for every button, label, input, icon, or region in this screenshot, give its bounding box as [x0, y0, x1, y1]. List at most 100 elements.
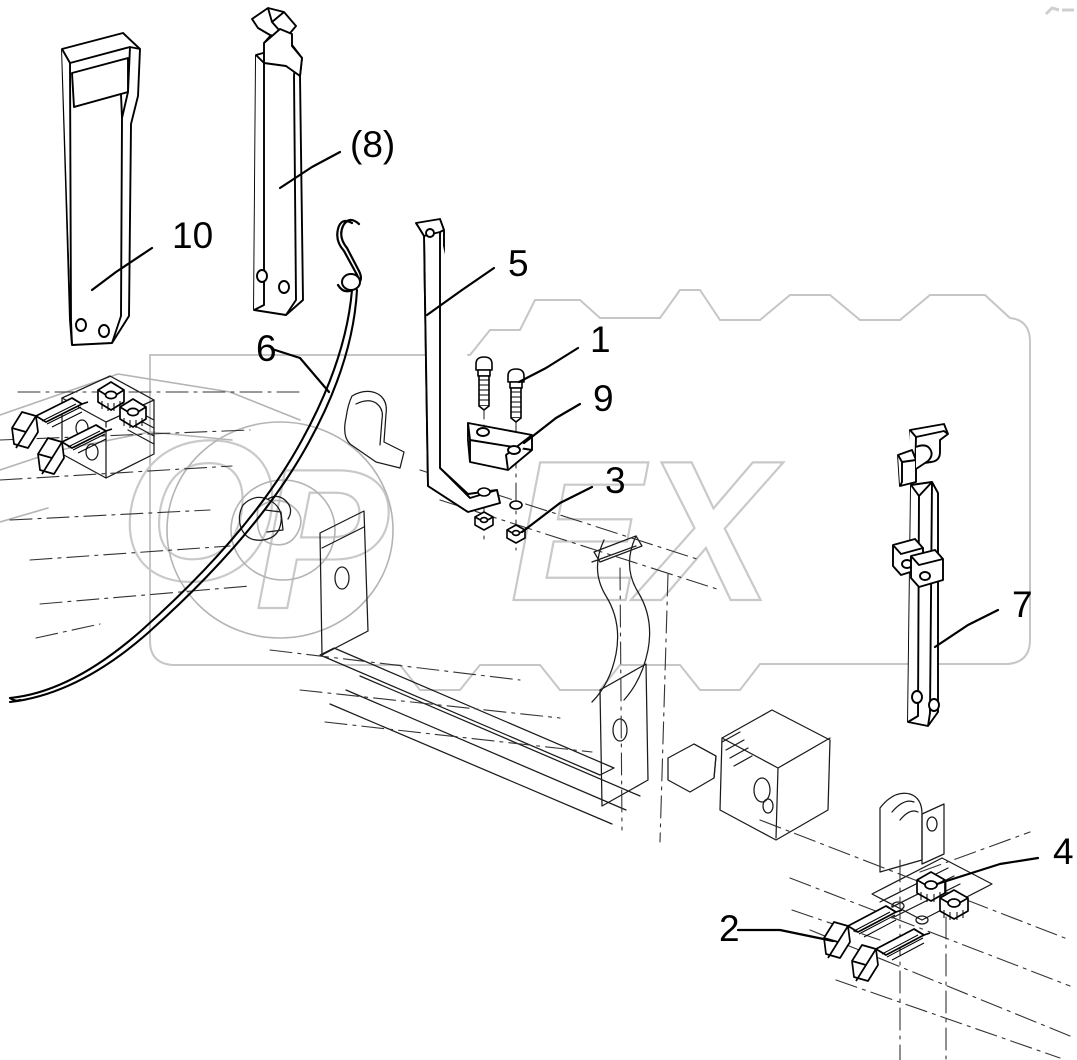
- part-6-cable-tip: [8, 696, 22, 702]
- callout-4[interactable]: 4: [935, 831, 1074, 886]
- left-flange-nut-b: [119, 398, 147, 428]
- part-4-nut-b-flutes: [943, 910, 964, 920]
- part-4-nut-a-flutes: [920, 892, 941, 902]
- part-3-nut-b-bore: [511, 529, 521, 537]
- callout-leader-line: [935, 856, 1040, 886]
- centerline-left-3: [0, 465, 233, 481]
- part-8-left-edge: [253, 54, 265, 311]
- watermark-corner-fragment: [1044, 6, 1074, 16]
- part-10-left-edge: [61, 48, 73, 346]
- part-3-flange-nuts[interactable]: [474, 487, 526, 544]
- frame-left-arm: [344, 390, 405, 469]
- left-bolt-a-threads: [41, 403, 83, 428]
- centerline-br-2: [789, 877, 1071, 987]
- frame-gusset-left: [319, 510, 369, 656]
- part-6-hook-inner: [340, 218, 363, 287]
- frame-left-arm-inner: [355, 400, 383, 446]
- part-10-slot: [71, 57, 129, 108]
- callout-leader-line: [736, 928, 835, 943]
- left-bolt-a-tip: [71, 397, 89, 405]
- part-2-bolt-b-head-lines: [851, 948, 877, 982]
- frame-gusset-right-hole: [612, 718, 628, 742]
- frame-beam-a: [319, 647, 615, 776]
- left-bolt-a-head-lines: [11, 415, 37, 449]
- part-2-bolt-b: [851, 928, 931, 982]
- part-7-bracket[interactable]: [892, 423, 949, 727]
- part-2-bolt-b-tip: [913, 928, 931, 936]
- part-9-hole-1: [476, 427, 490, 437]
- part-7-plate-top: [918, 481, 933, 497]
- part-10-bracket[interactable]: [61, 32, 141, 346]
- left-bolt-b-head-lines: [37, 441, 63, 475]
- part-6-hook-outer: [336, 219, 360, 293]
- part-2-hex-bolts[interactable]: [823, 905, 931, 982]
- callout-number: 1: [590, 319, 611, 360]
- callout-7[interactable]: 7: [933, 584, 1033, 649]
- watermark-letter-e: E: [510, 420, 649, 643]
- callout-number: (8): [350, 124, 395, 165]
- frame-rib-top-line: [591, 545, 637, 563]
- clevis-ear-lines: [891, 800, 919, 821]
- frame-beam-line-2: [345, 689, 627, 811]
- watermark-letter-p: P: [255, 428, 389, 651]
- left-bolt-b-tip: [95, 424, 113, 432]
- callout-number: 6: [256, 328, 277, 369]
- part-7-clamp-b: [910, 549, 944, 588]
- frame-hitch-hole-1: [753, 777, 771, 803]
- frame-hitch-pin-shade: [693, 743, 717, 779]
- phantom-disc-outer: [166, 421, 394, 639]
- callout-3[interactable]: 3: [520, 460, 626, 534]
- phantom-beam-low: [0, 507, 49, 523]
- part-8-bracket[interactable]: [251, 7, 304, 316]
- centerline-left-7: [35, 623, 101, 639]
- callout-leader-line: [270, 347, 331, 394]
- phantom-beam-mid: [0, 431, 233, 471]
- part-1-bolt-b: [507, 368, 525, 423]
- left-bolt-b: [37, 424, 113, 475]
- centerline-left-2: [0, 429, 251, 441]
- frame-rib-curve-left: [591, 539, 619, 703]
- frame-rib-top-tab: [593, 535, 643, 563]
- centerline-left-5: [29, 545, 231, 561]
- callout-number: 2: [719, 908, 740, 949]
- part-7-hole-2: [928, 698, 940, 712]
- callout-layer: 10 (8) 5 6 1 9 3 7 4 2: [90, 124, 1074, 949]
- frame-gusset-left-hole: [334, 566, 350, 590]
- part-7-clip-tab-edge: [897, 454, 903, 487]
- part-6-lanyard[interactable]: [8, 218, 363, 704]
- part-1-bolt-b-tip: [510, 417, 522, 423]
- part-10-slot-shade: [73, 93, 123, 119]
- callout-number: 7: [1012, 584, 1033, 625]
- part-9-clamp-plate[interactable]: [467, 422, 533, 471]
- phantom-frame-assembly: [0, 373, 394, 639]
- part-7-clip-curve: [915, 444, 933, 470]
- part-4-nut-b: [939, 889, 969, 920]
- lower-bar-hole-2: [915, 915, 929, 925]
- callout-10[interactable]: 10: [90, 215, 213, 292]
- callout-2[interactable]: 2: [719, 908, 835, 949]
- callout-1[interactable]: 1: [517, 319, 611, 384]
- left-hex-bolts[interactable]: [11, 381, 147, 475]
- centerline-left-6: [39, 585, 251, 605]
- part-2-bolt-a-tip: [885, 905, 903, 913]
- part-3-nut-a-bore: [479, 516, 489, 524]
- phantom-hub: [256, 499, 302, 546]
- frame-gusset-right: [599, 663, 649, 807]
- part-2-bolt-a-threads: [853, 911, 897, 938]
- part-4-flange-nuts[interactable]: [916, 871, 969, 920]
- part-8-hole-2: [278, 280, 290, 294]
- frame-hitch-block: [719, 709, 831, 841]
- part-7-clamp-b-hole: [919, 571, 931, 581]
- callout-6[interactable]: 6: [256, 328, 331, 394]
- callout-number: 10: [172, 215, 213, 256]
- callout-8[interactable]: (8): [278, 124, 395, 190]
- callout-number: 3: [605, 460, 626, 501]
- part-3-washer-1: [477, 487, 491, 497]
- part-1-hex-bolts[interactable]: [475, 356, 525, 423]
- callout-9[interactable]: 9: [522, 378, 614, 445]
- part-4-nut-a-bore: [924, 880, 938, 890]
- callout-leader-line: [90, 246, 154, 292]
- callout-5[interactable]: 5: [425, 243, 529, 317]
